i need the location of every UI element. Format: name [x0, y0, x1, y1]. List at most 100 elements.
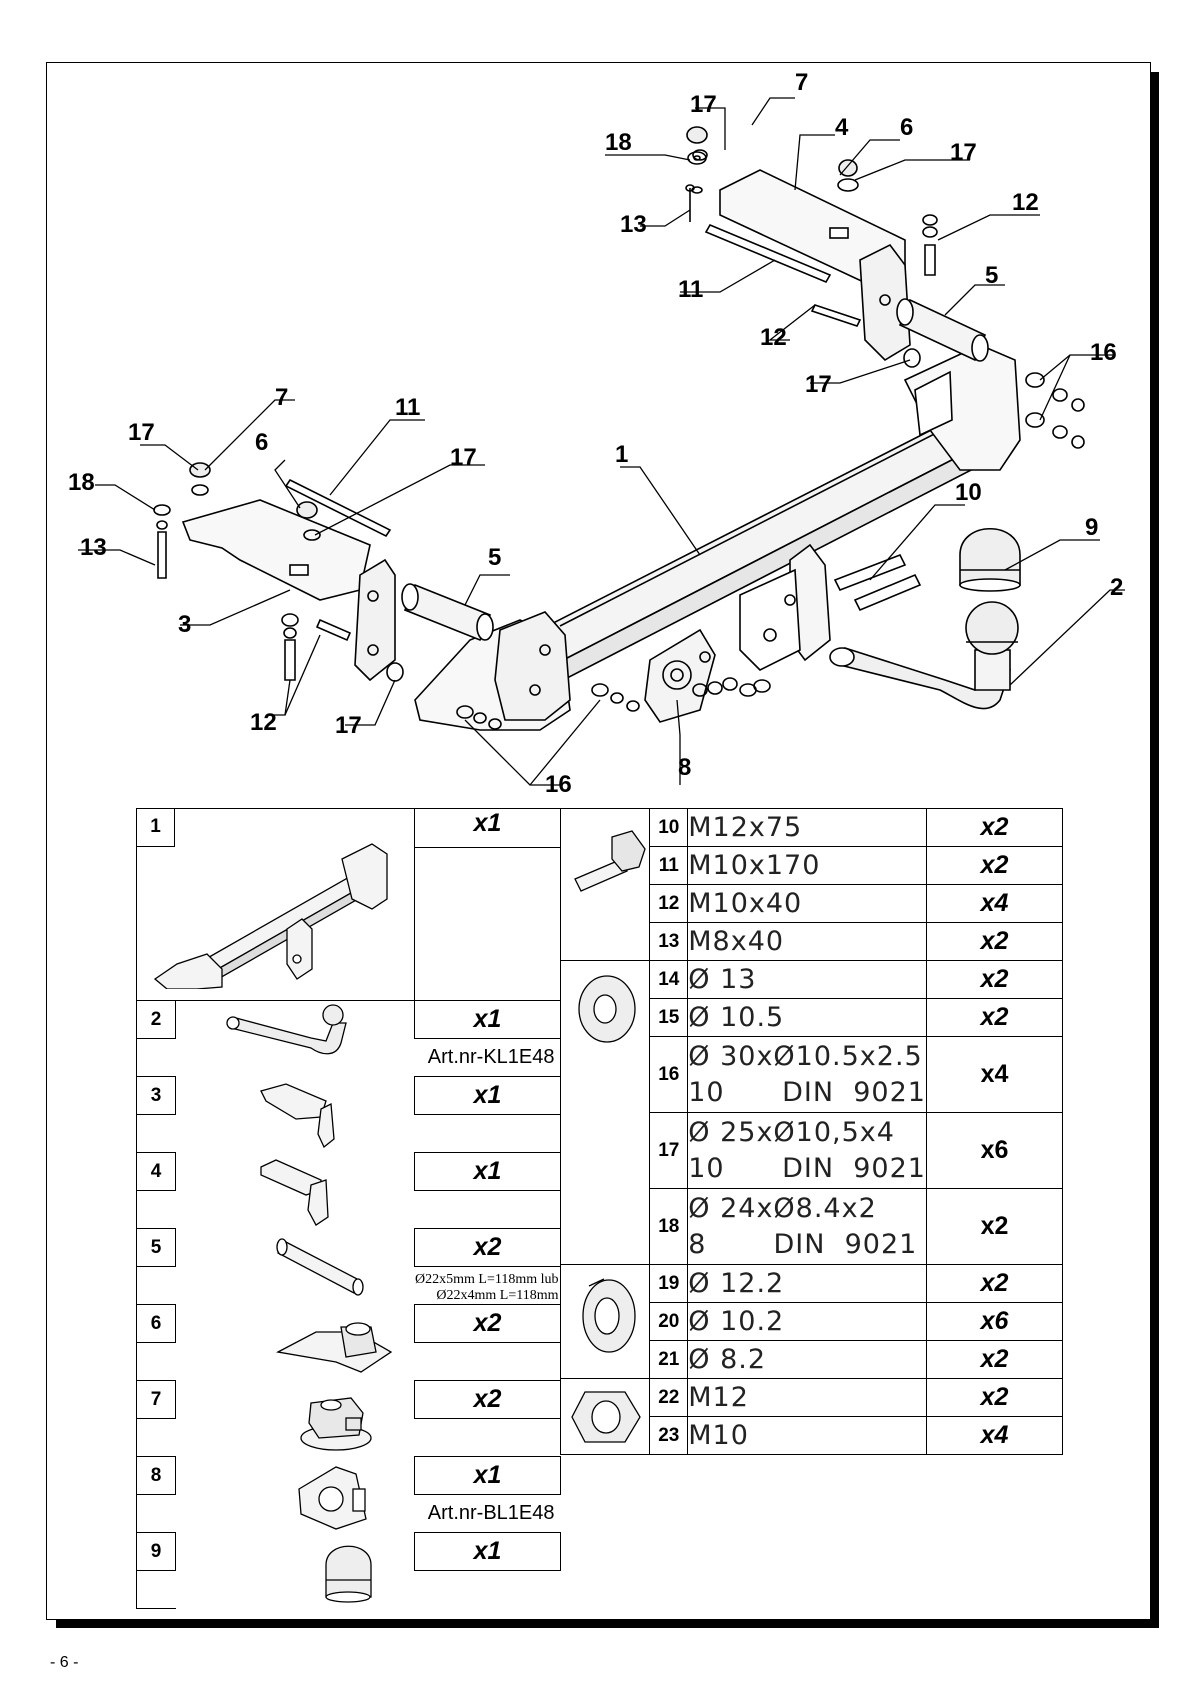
part-number: 14: [649, 960, 689, 999]
quantity: x1: [414, 1076, 561, 1115]
note-line: Ø22x4mm L=118mm: [436, 1288, 559, 1303]
quantity: x4: [925, 1416, 1064, 1455]
part-number: 8: [136, 1456, 176, 1495]
quantity: x2: [925, 1340, 1064, 1379]
quantity: x2: [925, 808, 1064, 847]
page-number: - 6 -: [50, 1654, 79, 1671]
part-number: 23: [649, 1416, 689, 1455]
callout: 13: [620, 211, 647, 238]
callout: 6: [255, 429, 268, 456]
callout: 17: [690, 91, 717, 118]
quantity: x2: [925, 1264, 1064, 1303]
quantity: x2: [925, 922, 1064, 961]
washer-group-icon-cell: [559, 960, 651, 1265]
quantity: x2: [414, 1304, 561, 1343]
quantity: x2: [925, 998, 1064, 1037]
callout: 1: [615, 441, 628, 468]
parts-table-left: 1 x1 2: [136, 808, 561, 1609]
spec-line: Ø 24xØ8.4x2: [688, 1192, 877, 1224]
part-number: 17: [649, 1112, 689, 1189]
part-spec: M10x40: [687, 884, 927, 923]
part-image: [176, 1153, 415, 1229]
article-number: Art.nr-BL1E48: [427, 1502, 555, 1524]
bracket-icon: [260, 1158, 329, 1226]
part-image: [176, 1229, 415, 1305]
part-number: 9: [136, 1532, 176, 1571]
part-number: 5: [136, 1228, 176, 1267]
nut-icon-cell: [559, 1378, 651, 1455]
bolt-icon: [574, 830, 646, 892]
part-image: [176, 1001, 415, 1077]
callout: 17: [450, 444, 477, 471]
spec-line: Ø 25xØ10,5x4: [688, 1116, 895, 1148]
spec-line: 8 DIN 9021: [688, 1228, 918, 1260]
spring-washer-icon-cell: [559, 1264, 651, 1379]
ball-cover-icon: [325, 1545, 372, 1603]
spacer-tube-left: [401, 583, 494, 642]
leader-lines: [78, 97, 1125, 786]
spec-line: Ø 30xØ10.5x2.5: [688, 1040, 923, 1072]
spacer-tube-icon: [276, 1237, 364, 1296]
spec-line: 10 DIN 9021: [688, 1152, 926, 1184]
callout: 17: [805, 371, 832, 398]
quantity: x4: [925, 1036, 1064, 1113]
socket-plate: [644, 628, 771, 723]
part-number: 2: [136, 1000, 176, 1039]
spacer-tube-right: [896, 298, 989, 362]
part-spec: Ø 10.2: [687, 1302, 927, 1341]
ball-cover: [959, 527, 1021, 592]
tow-ball-icon: [226, 1004, 347, 1055]
callout: 5: [488, 544, 501, 571]
part-spec: M12: [687, 1378, 927, 1417]
part-number: 4: [136, 1152, 176, 1191]
part-spec: Ø 12.2: [687, 1264, 927, 1303]
part-number: 20: [649, 1302, 689, 1341]
quantity: x1: [414, 808, 561, 848]
callout: 11: [678, 276, 703, 303]
part-image: [176, 1381, 415, 1457]
part-number: 15: [649, 998, 689, 1037]
part-spec: Ø 24xØ8.4x2 8 DIN 9021: [687, 1188, 927, 1265]
callout: 16: [1090, 339, 1117, 366]
quantity: x1: [414, 1456, 561, 1495]
callout: 11: [395, 394, 420, 421]
callout: 18: [68, 469, 95, 496]
clip-nut-icon: [300, 1396, 372, 1451]
callout: 8: [678, 754, 691, 781]
part-image: [176, 1305, 415, 1381]
quantity: x1: [414, 1532, 561, 1571]
quantity: x1: [414, 1000, 561, 1039]
callout-labels: 7 17 18 4 6 17 13 12 11 5 12 17 16 7 11 …: [68, 69, 1123, 798]
callout: 5: [985, 262, 998, 289]
part-number: 19: [649, 1264, 689, 1303]
part-spec: Ø 8.2: [687, 1340, 927, 1379]
part-number: 21: [649, 1340, 689, 1379]
part-image: [176, 1457, 415, 1533]
tube-size-note: Ø22x5mm L=118mm lub Ø22x4mm L=118mm: [415, 1267, 561, 1305]
part-spec: M10: [687, 1416, 927, 1455]
part-spec: Ø 13: [687, 960, 927, 999]
quantity: x2: [414, 1380, 561, 1419]
frame-shadow-bottom: [56, 1620, 1159, 1628]
quantity: x2: [925, 1188, 1064, 1265]
parts-table-right: 10 M12x75 x2 11 M10x170 x2 12 M10x40 x4 …: [559, 808, 1064, 1455]
socket-plate-icon: [298, 1465, 367, 1530]
left-bracket: [181, 499, 396, 682]
right-bracket: [719, 169, 911, 362]
callout: 7: [795, 69, 808, 96]
part-spec: Ø 25xØ10,5x4 10 DIN 9021: [687, 1112, 927, 1189]
quantity: x2: [925, 846, 1064, 885]
quantity: x2: [414, 1228, 561, 1267]
callout: 10: [955, 479, 982, 506]
part-cell: 1: [136, 808, 415, 1001]
part-spec: M10x170: [687, 846, 927, 885]
part-image: [176, 1077, 415, 1153]
part-number: 13: [649, 922, 689, 961]
callout: 2: [1110, 574, 1123, 601]
part-number: 11: [649, 846, 689, 885]
part-number: 22: [649, 1378, 689, 1417]
part-spec: M8x40: [687, 922, 927, 961]
quantity: x6: [925, 1302, 1064, 1341]
long-bolt-right: [704, 223, 832, 284]
spring-washer-icon: [582, 1278, 636, 1353]
